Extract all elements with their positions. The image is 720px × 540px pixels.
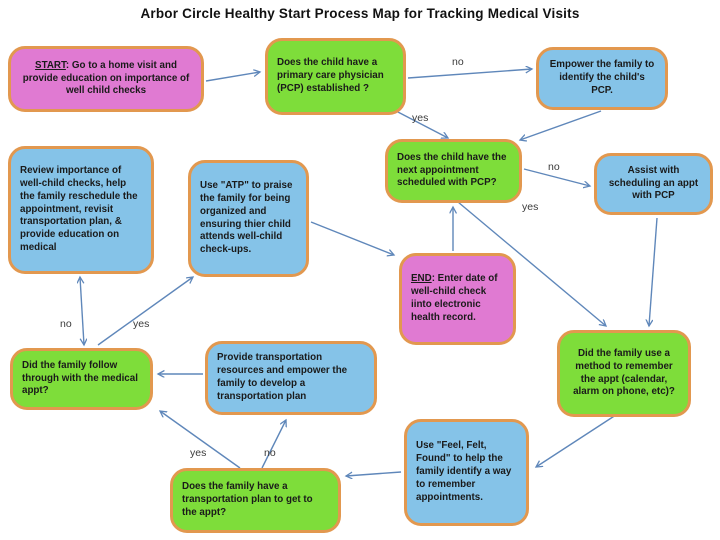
end-node-text: END: Enter date of well-child check iint… xyxy=(411,273,498,323)
feel-felt-found-action-text: Use "Feel, Felt, Found" to help the fami… xyxy=(416,440,512,503)
method-to-remember-decision: Did the family use a method to remember … xyxy=(557,330,691,417)
start-node: START: Go to a home visit and provide ed… xyxy=(8,46,204,112)
atp-praise-action: Use "ATP" to praise the family for being… xyxy=(188,160,309,277)
review-importance-action: Review importance of well-child checks, … xyxy=(8,146,154,274)
label-yes-nextappt: yes xyxy=(522,201,539,213)
edge-method-to-feelfelt xyxy=(536,410,623,467)
next-appt-decision: Does the child have the next appointment… xyxy=(385,139,522,203)
end-node: END: Enter date of well-child check iint… xyxy=(399,253,516,345)
pcp-established-decision: Does the child have a primary care physi… xyxy=(265,38,406,115)
follow-through-decision: Did the family follow through with the m… xyxy=(10,348,153,410)
review-importance-action-text: Review importance of well-child checks, … xyxy=(20,164,138,254)
label-no-plan: no xyxy=(264,447,276,459)
empower-family-action: Empower the family to identify the child… xyxy=(536,47,668,110)
edge-start-to-pcp xyxy=(205,72,260,82)
assist-scheduling-action: Assist with scheduling an appt with PCP xyxy=(594,153,713,215)
label-no-pcp: no xyxy=(452,56,464,68)
edge-atp-to-end xyxy=(310,221,394,255)
label-yes-pcp: yes xyxy=(412,112,429,124)
start-node-text: START: Go to a home visit and provide ed… xyxy=(22,59,190,97)
transportation-plan-decision-text: Does the family have a transportation pl… xyxy=(182,481,313,518)
transportation-resources-action-text: Provide transportation resources and emp… xyxy=(217,352,348,402)
label-no-followthrough: no xyxy=(60,318,72,330)
empower-family-action-text: Empower the family to identify the child… xyxy=(549,59,655,96)
feel-felt-found-action: Use "Feel, Felt, Found" to help the fami… xyxy=(404,419,529,526)
page-title: Arbor Circle Healthy Start Process Map f… xyxy=(140,6,580,21)
edge-plan-to-resources-no xyxy=(261,420,286,469)
edge-feelfelt-to-plan xyxy=(346,471,402,476)
next-appt-decision-text: Does the child have the next appointment… xyxy=(397,151,507,189)
atp-praise-action-text: Use "ATP" to praise the family for being… xyxy=(200,179,293,256)
edge-pcp-to-empower-no xyxy=(407,69,532,79)
edge-assist-to-method xyxy=(649,217,658,326)
edge-plan-to-followthrough-yes xyxy=(160,411,241,469)
edge-followthrough-to-atp-yes xyxy=(97,277,193,346)
edge-review-followthrough-no xyxy=(80,277,84,345)
transportation-resources-action: Provide transportation resources and emp… xyxy=(205,341,377,415)
method-to-remember-decision-text: Did the family use a method to remember … xyxy=(573,347,675,398)
label-yes-followthrough: yes xyxy=(133,318,150,330)
transportation-plan-decision: Does the family have a transportation pl… xyxy=(170,468,341,533)
label-yes-plan: yes xyxy=(190,447,207,459)
label-no-nextappt: no xyxy=(548,161,560,173)
pcp-established-decision-text: Does the child have a primary care physi… xyxy=(277,57,384,94)
edge-empower-to-nextappt xyxy=(520,110,602,140)
follow-through-decision-text: Did the family follow through with the m… xyxy=(22,359,138,397)
assist-scheduling-action-text: Assist with scheduling an appt with PCP xyxy=(608,164,699,202)
